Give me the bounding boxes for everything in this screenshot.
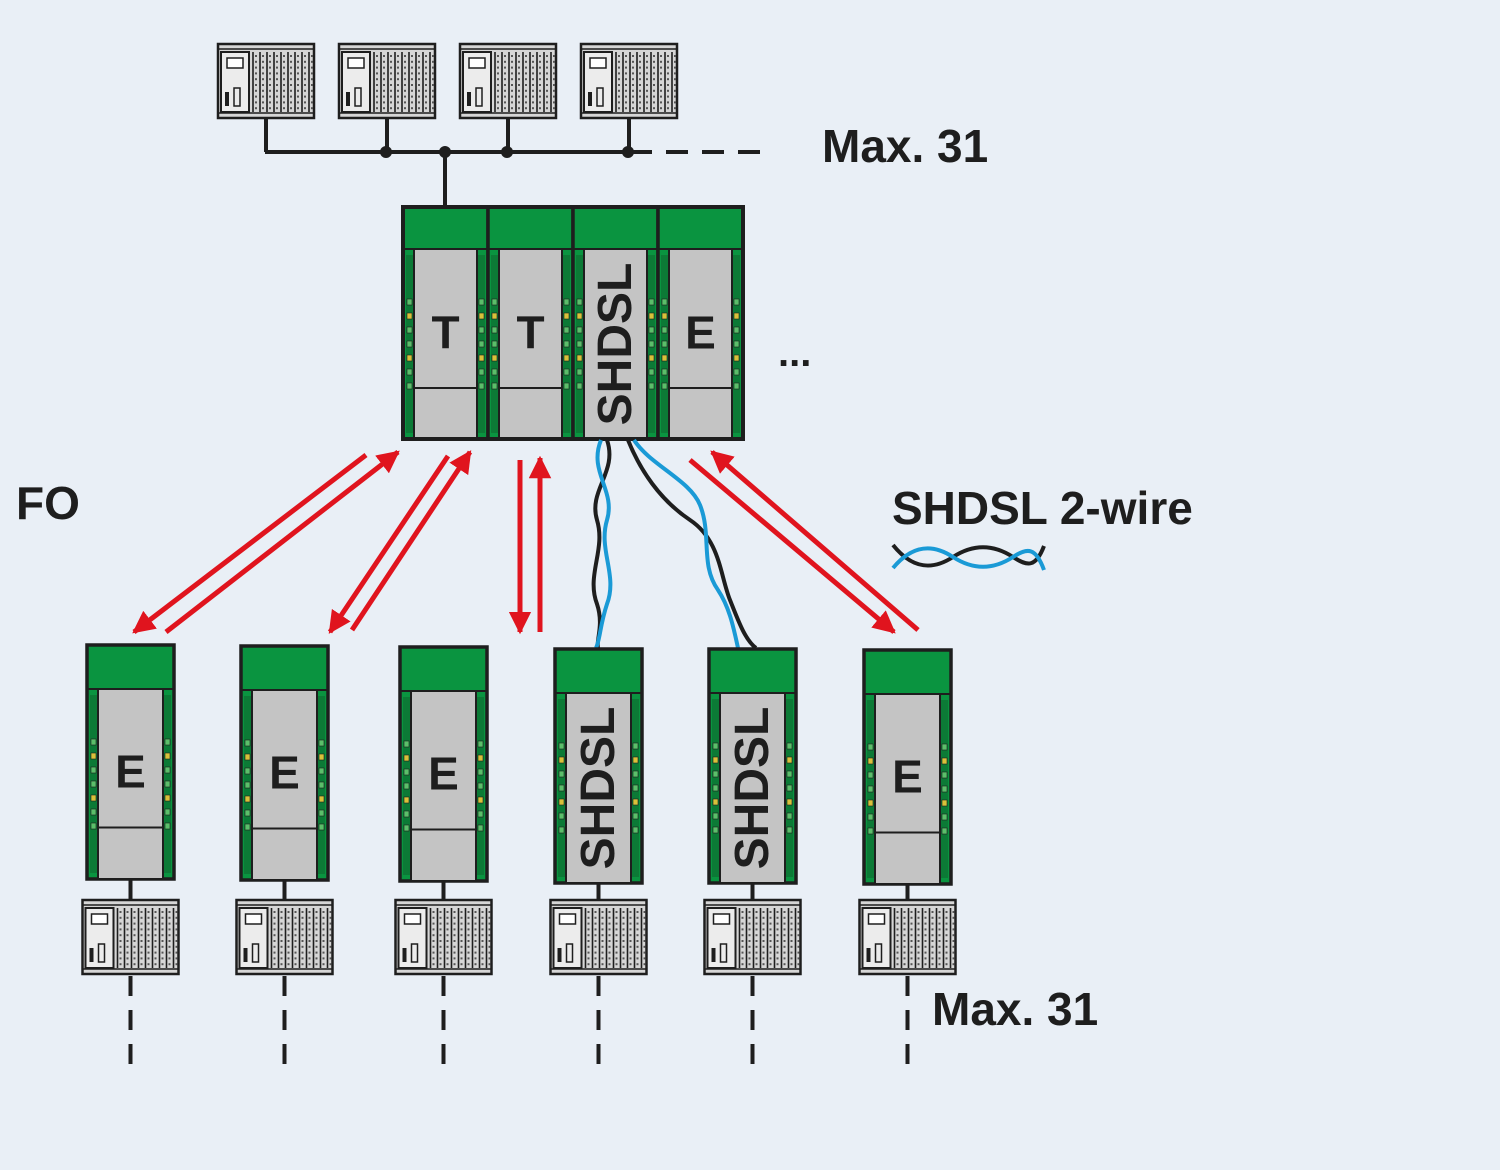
top-controller-row — [216, 42, 679, 152]
remote-module-3: E — [398, 645, 489, 883]
module-label: E — [269, 746, 300, 798]
module-label: E — [892, 750, 923, 802]
top-controller-2 — [337, 42, 437, 120]
head-module-3: SHDSL — [571, 205, 660, 441]
fo-arrow-up-4 — [710, 450, 920, 632]
top-controller-3 — [458, 42, 558, 120]
shdsl-2wire-label: SHDSL 2-wire — [892, 482, 1193, 534]
fo-arrow-down-4 — [688, 458, 896, 634]
shdsl-wire-black-2 — [626, 439, 758, 650]
fo-label: FO — [16, 477, 80, 529]
head-station: T T SHDSL E — [401, 205, 745, 441]
module-label: SHDSL — [726, 707, 779, 870]
fo-arrow-down-2 — [327, 454, 451, 634]
module-label: E — [685, 306, 716, 358]
remote-controller-1 — [81, 898, 180, 976]
head-module-4: E — [656, 205, 745, 441]
ellipsis-label: ... — [778, 331, 811, 375]
bottom-max-label: Max. 31 — [932, 983, 1098, 1035]
remote-module-4: SHDSL — [553, 647, 644, 885]
fo-arrow-down-1 — [132, 453, 368, 634]
remote-controller-2 — [235, 898, 334, 976]
twisted-pair-icon — [891, 543, 1046, 571]
fo-arrow-up-1 — [164, 450, 400, 634]
remote-controller-3 — [394, 898, 493, 976]
fiber-optic-links — [132, 450, 920, 635]
shdsl-wire-blue-1 — [594, 439, 613, 649]
shdsl-wire-blue-2 — [632, 438, 740, 649]
remote-module-1: E — [85, 643, 176, 881]
module-label: E — [115, 745, 146, 797]
module-label: SHDSL — [589, 263, 642, 426]
module-label: E — [428, 747, 459, 799]
remote-station-row: E E E SHDSL SHDSL E — [81, 643, 957, 1066]
top-controller-1 — [216, 42, 316, 120]
remote-module-5: SHDSL — [707, 647, 798, 885]
remote-module-2: E — [239, 644, 330, 882]
remote-controller-5 — [703, 898, 802, 976]
remote-controller-4 — [549, 898, 648, 976]
top-bus — [265, 146, 760, 207]
module-label: SHDSL — [572, 707, 625, 870]
fo-arrow-up-2 — [349, 450, 473, 632]
module-label: T — [431, 306, 459, 358]
top-controller-4 — [579, 42, 679, 120]
shdsl-wires — [591, 438, 758, 650]
remote-module-6: E — [862, 648, 953, 886]
head-module-2: T — [486, 205, 575, 441]
remote-controller-6 — [858, 898, 957, 976]
module-label: T — [516, 306, 544, 358]
top-max-label: Max. 31 — [822, 120, 988, 172]
head-module-1: T — [401, 205, 490, 441]
